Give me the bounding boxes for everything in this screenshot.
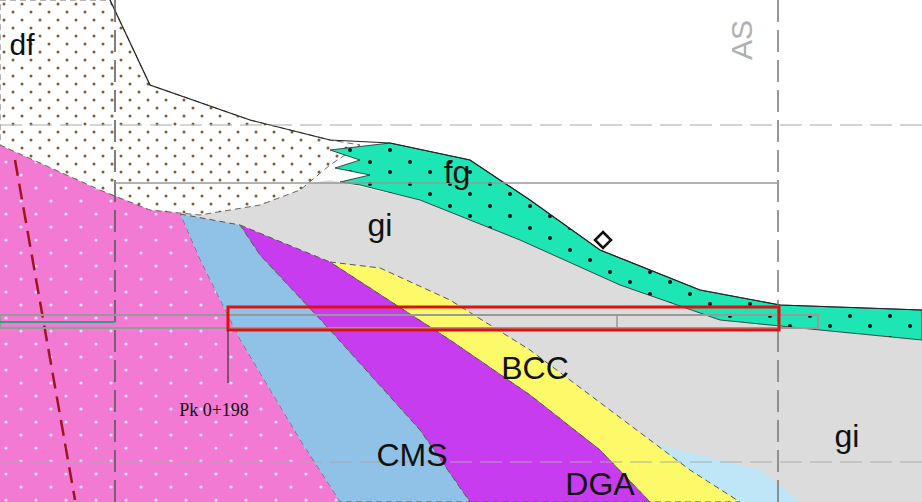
fg-unit [330, 143, 922, 340]
chainage-tick [227, 330, 228, 383]
highlight-box [228, 307, 779, 330]
diamond-symbol [595, 232, 611, 248]
grid-line [114, 0, 116, 502]
unit-label: CMS [376, 439, 447, 471]
unit-label: BCC [501, 352, 569, 384]
grid-line [777, 0, 779, 502]
unit-label: DGA [565, 468, 634, 500]
unit-label: fg [444, 156, 471, 188]
tunnel-axis [0, 321, 115, 323]
tunnel-outline [0, 315, 818, 328]
grid-line [0, 462, 922, 463]
unit-label: gi [835, 420, 860, 452]
grid-line [0, 125, 922, 126]
tunnel-joint [616, 315, 618, 328]
unit-label: df [9, 30, 34, 60]
ground-surface [110, 0, 922, 310]
fault-line [15, 160, 75, 500]
unit-label: gi [368, 209, 393, 241]
axis-label: AS [727, 20, 757, 60]
chainage-label: Pk 0+198 [179, 401, 249, 419]
